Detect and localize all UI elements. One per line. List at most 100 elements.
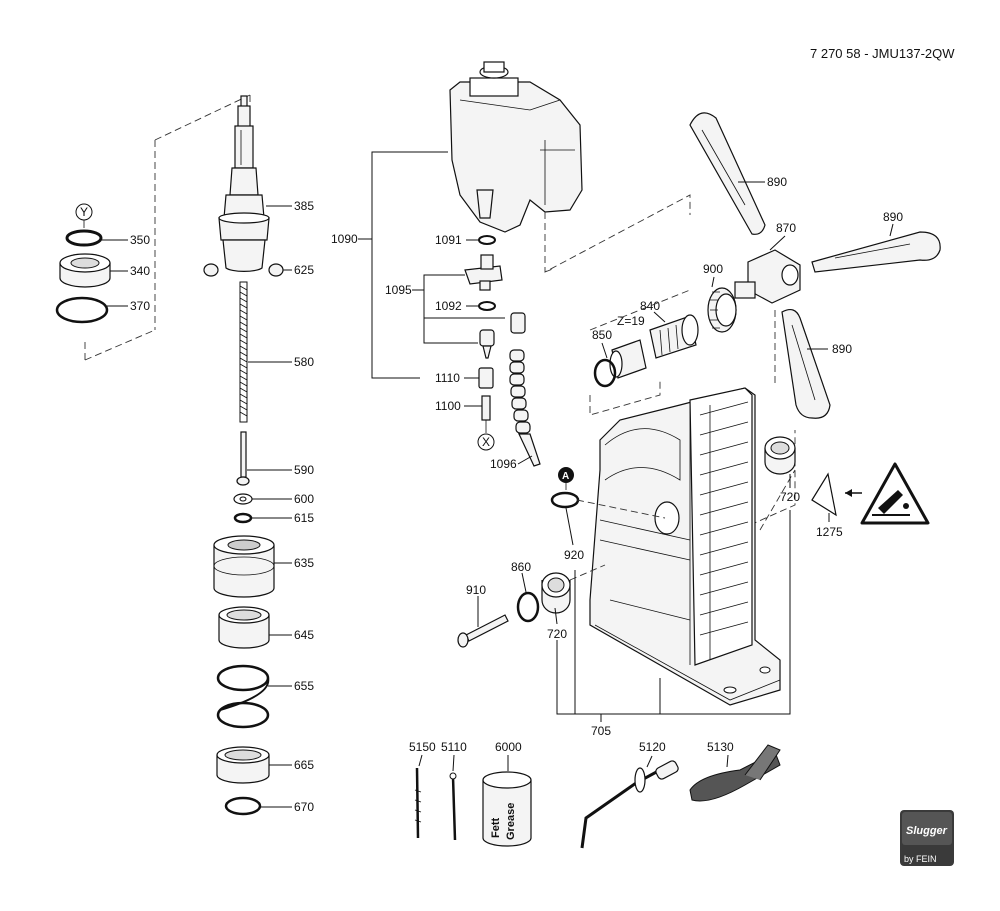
part-580-threaded-rod: 580 — [239, 281, 314, 423]
part-890-handle-top: 890 — [689, 112, 787, 235]
part-655-spring: 655 — [216, 664, 314, 729]
part-870-hub: 870 — [734, 221, 801, 304]
svg-text:Slugger: Slugger — [906, 825, 948, 837]
part-1275-label: 1275 — [811, 472, 862, 539]
svg-text:1110: 1110 — [435, 371, 460, 385]
svg-text:840: 840 — [640, 299, 660, 313]
part-1091-oring: 1091 — [435, 233, 496, 247]
marker-y: Y — [75, 203, 93, 228]
svg-text:645: 645 — [294, 628, 314, 642]
svg-text:5120: 5120 — [639, 740, 666, 754]
marker-a: A — [558, 467, 574, 490]
part-720-bushing-right: 720 — [764, 436, 800, 504]
bracket-705: 705 — [556, 510, 791, 738]
drawing-number: 7 270 58 - JMU137-2QW — [810, 46, 955, 61]
part-850-shaft: 850 — [592, 328, 647, 388]
svg-text:615: 615 — [294, 511, 314, 525]
part-1095-fittings — [479, 312, 526, 359]
part-600-washer: 600 — [233, 492, 314, 506]
svg-text:5130: 5130 — [707, 740, 734, 754]
part-1095-valve — [464, 254, 503, 291]
svg-text:370: 370 — [130, 299, 150, 313]
part-1096-hose: 1096 — [490, 349, 541, 471]
part-910-bolt: 910 — [457, 583, 509, 648]
svg-text:670: 670 — [294, 800, 314, 814]
svg-text:890: 890 — [767, 175, 787, 189]
svg-text:350: 350 — [130, 233, 150, 247]
part-1090-coolant-tank — [449, 61, 583, 233]
a-guide-line — [576, 499, 666, 519]
part-340-bearing: 340 — [59, 253, 150, 288]
svg-text:635: 635 — [294, 556, 314, 570]
part-385-spindle: 385 — [218, 95, 314, 272]
svg-text:6000: 6000 — [495, 740, 522, 754]
svg-text:1095: 1095 — [385, 283, 412, 297]
svg-text:890: 890 — [832, 342, 852, 356]
svg-text:5110: 5110 — [441, 740, 467, 754]
svg-text:A: A — [562, 471, 569, 482]
svg-text:655: 655 — [294, 679, 314, 693]
part-5120-tool: 5120 — [580, 740, 679, 849]
svg-text:910: 910 — [466, 583, 486, 597]
svg-text:Grease: Grease — [505, 803, 517, 840]
svg-text:860: 860 — [511, 560, 531, 574]
part-5130-strap: 5130 — [689, 740, 781, 802]
svg-text:850: 850 — [592, 328, 612, 342]
warning-triangle-icon — [860, 462, 930, 525]
part-1092-oring: 1092 — [435, 299, 496, 313]
svg-text:705: 705 — [591, 724, 611, 738]
part-890-handle-right: 890 — [811, 210, 941, 273]
svg-text:by FEIN: by FEIN — [904, 854, 937, 864]
slugger-by-fein-logo: Slugger by FEIN — [900, 810, 954, 866]
svg-text:590: 590 — [294, 463, 314, 477]
part-6000-grease-can: 6000 Fett Grease — [482, 740, 532, 847]
bracket-1095: 1095 — [385, 274, 505, 344]
part-615-ring: 615 — [233, 511, 314, 525]
coolant-guide-lines — [544, 194, 691, 273]
part-705-frame — [589, 387, 781, 706]
part-645-sleeve: 645 — [218, 606, 314, 649]
svg-text:665: 665 — [294, 758, 314, 772]
part-350-circlip: 350 — [65, 229, 150, 247]
svg-text:5150: 5150 — [409, 740, 436, 754]
part-1110-nut: 1110 — [435, 367, 494, 389]
part-920-oring: 920 — [550, 491, 584, 562]
svg-text:340: 340 — [130, 264, 150, 278]
marker-x: X — [477, 420, 495, 451]
part-890-handle-bottom: 890 — [781, 308, 852, 419]
part-370-ring: 370 — [55, 296, 150, 324]
svg-text:600: 600 — [294, 492, 314, 506]
part-590-bolt: 590 — [236, 431, 314, 486]
part-665-sleeve: 665 — [216, 746, 314, 784]
svg-text:1275: 1275 — [816, 525, 843, 539]
bushing-guide-line — [569, 564, 606, 581]
svg-text:1100: 1100 — [435, 399, 461, 413]
svg-text:Y: Y — [80, 205, 88, 219]
part-670-circlip: 670 — [224, 796, 314, 816]
svg-text:720: 720 — [547, 627, 567, 641]
bracket-1090: 1090 — [331, 151, 448, 379]
svg-text:1090: 1090 — [331, 232, 358, 246]
svg-text:385: 385 — [294, 199, 314, 213]
svg-text:625: 625 — [294, 263, 314, 277]
part-635-bushing: 635 — [213, 535, 314, 598]
part-1100-nozzle: 1100 — [435, 395, 491, 421]
svg-text:870: 870 — [776, 221, 796, 235]
svg-text:580: 580 — [294, 355, 314, 369]
part-5150-drift: 5150 — [409, 740, 436, 839]
svg-text:X: X — [482, 435, 490, 449]
svg-text:1092: 1092 — [435, 299, 462, 313]
svg-text:720: 720 — [780, 490, 800, 504]
part-900-gear: 900 — [703, 262, 737, 333]
svg-text:1091: 1091 — [435, 233, 462, 247]
svg-text:890: 890 — [883, 210, 903, 224]
svg-text:1096: 1096 — [490, 457, 517, 471]
part-5110-pin: 5110 — [441, 740, 467, 841]
svg-text:Z=19: Z=19 — [617, 314, 645, 328]
svg-text:920: 920 — [564, 548, 584, 562]
part-720-bushing-left: 720 — [541, 572, 571, 641]
svg-text:Fett: Fett — [490, 818, 502, 839]
part-625-pins: 625 — [203, 263, 314, 277]
part-840-pinion: 840 Z=19 — [617, 299, 699, 359]
